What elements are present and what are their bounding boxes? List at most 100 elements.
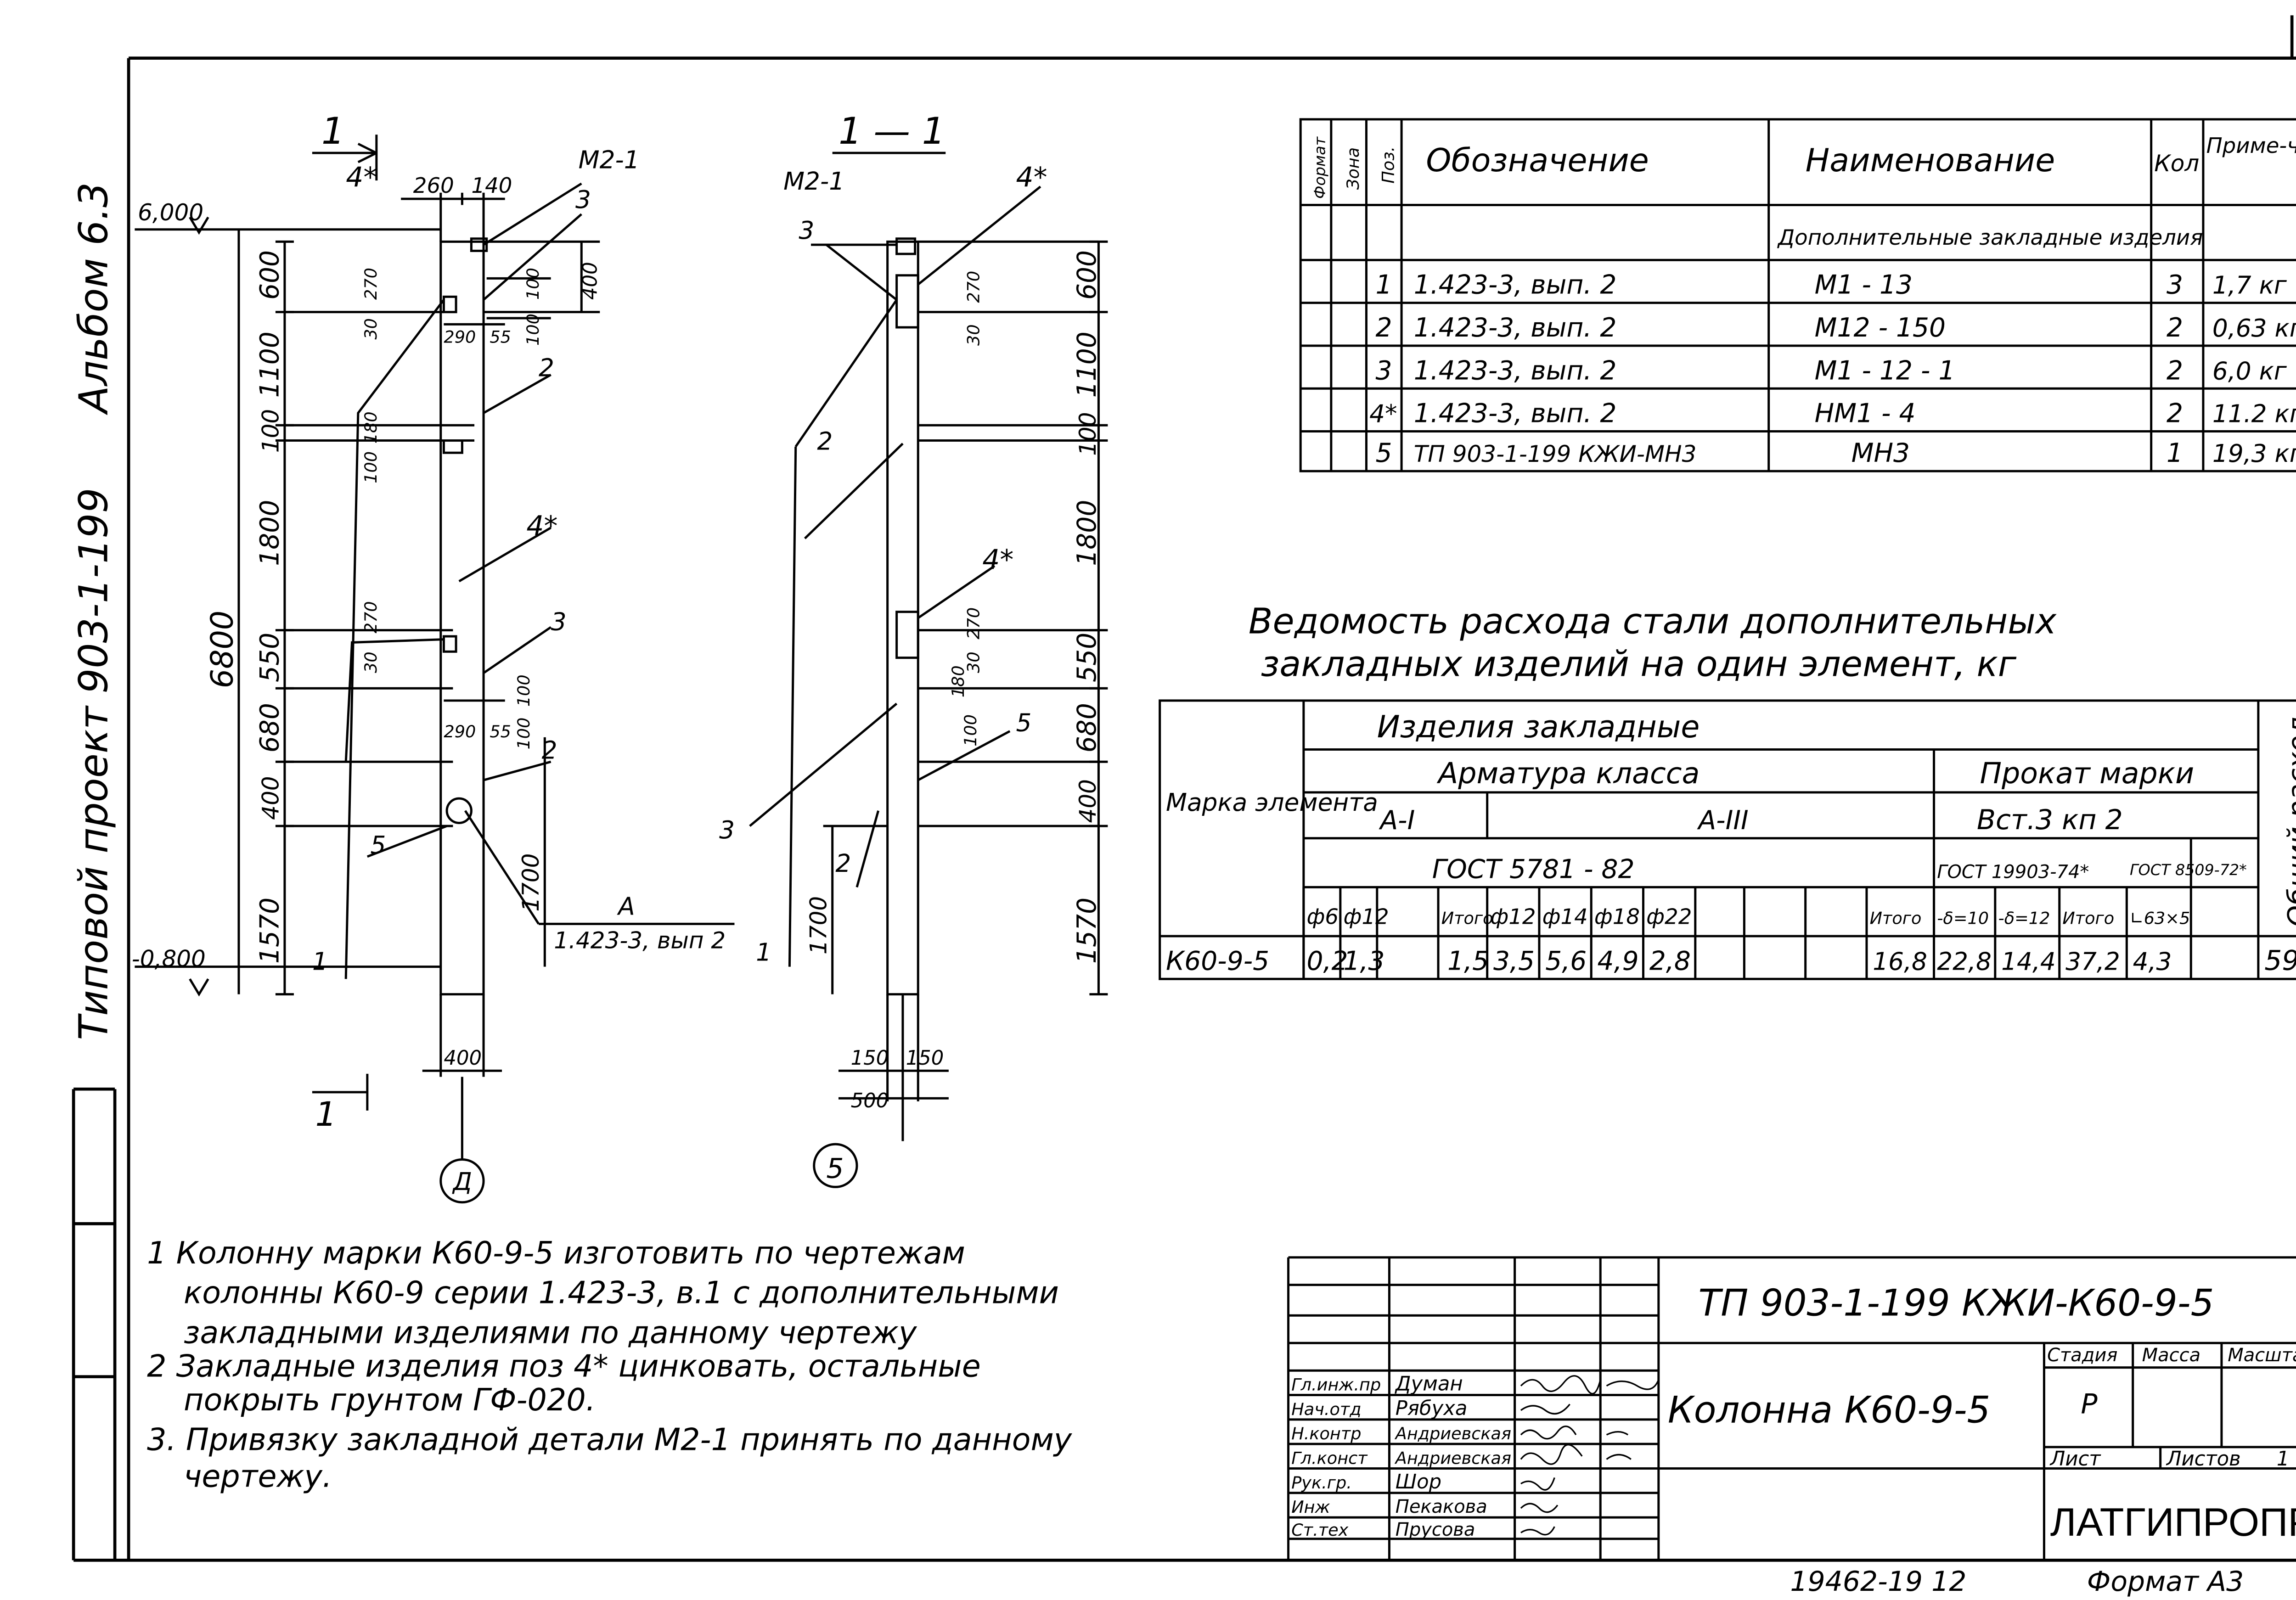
spec-row-qty: 3 xyxy=(2167,270,2183,300)
row-value: 4,9 xyxy=(1598,946,1639,976)
spec-header: Кол xyxy=(2154,150,2199,177)
small-dim: 30 xyxy=(964,651,984,673)
spec-row-note: 6,0 кг xyxy=(2212,357,2287,385)
sheet-label: Лист xyxy=(2049,1448,2102,1471)
row-value: 4,3 xyxy=(2133,947,2172,976)
spec-header: Наименование xyxy=(1806,142,2055,179)
small-dim: 400 xyxy=(579,262,602,300)
small-dim: 55 xyxy=(490,327,511,347)
small-dim: 290 xyxy=(444,327,476,347)
callout-4-top: 4* xyxy=(346,161,377,193)
dim-500: 500 xyxy=(851,1089,889,1112)
inventory-number: 19462-19 12 xyxy=(1790,1566,1966,1598)
spec-row-name: М1 - 13 xyxy=(1815,270,1913,300)
row-value: 5,6 xyxy=(1545,946,1587,976)
spec-row-qty: 2 xyxy=(2167,313,2183,343)
col-header: ф18 xyxy=(1594,904,1640,929)
staff-role: Н.контр xyxy=(1291,1424,1361,1443)
dim-150-right: 150 xyxy=(906,1047,944,1070)
col-header: ф12 xyxy=(1343,904,1389,929)
h-gost3: ГОСТ 8509-72* xyxy=(2130,861,2247,879)
spec-row-qty: 2 xyxy=(2167,355,2183,386)
level-top: 6,000 xyxy=(138,199,203,226)
small-dim: 270 xyxy=(361,601,381,633)
spec-row-doc: 1.423-3, вып. 2 xyxy=(1414,313,1617,343)
steel-title-1: Ведомость расхода стали дополнительных xyxy=(1249,601,2057,642)
col-header: ф6 xyxy=(1307,904,1339,929)
doc-code: ТП 903-1-199 КЖИ-К60-9-5 xyxy=(1698,1281,2214,1324)
spec-row-pos: 4* xyxy=(1369,400,1397,428)
dim-1700: 1700 xyxy=(805,896,832,954)
note-line: закладными изделиями по данному чертежу xyxy=(184,1314,917,1350)
spec-table: Формат Зона Поз. Обозначение Наименовани… xyxy=(1299,118,2296,472)
h-a1: А-I xyxy=(1378,805,1415,836)
doc-name: Колонна К60-9-5 xyxy=(1668,1389,1991,1432)
dim-140: 140 xyxy=(471,173,512,198)
steel-table: Ведомость расхода стали дополнительных з… xyxy=(1159,601,2296,980)
spec-row-doc: 1.423-3, вып. 2 xyxy=(1414,270,1617,300)
dim-400: 400 xyxy=(258,776,284,820)
small-dim: 100 xyxy=(361,451,381,483)
col-header: Итого xyxy=(2062,908,2114,928)
spec-row-qty: 1 xyxy=(2167,438,2183,468)
small-dim: 55 xyxy=(490,722,511,741)
sheets-label: Листов xyxy=(2166,1448,2241,1471)
spec-row-pos: 2 xyxy=(1375,313,1392,343)
spec-row-pos: 1 xyxy=(1375,270,1392,300)
level-bottom: -0,800 xyxy=(132,946,206,972)
dim-680: 680 xyxy=(1072,703,1102,752)
h-gost2: ГОСТ 19903-74* xyxy=(1937,861,2089,882)
small-dim: 100 xyxy=(523,268,543,300)
dim-1800: 1800 xyxy=(255,500,285,566)
axis-label: Д xyxy=(452,1168,472,1196)
section-view-1-1: 1 — 1 600 1100 100 1800 550 680 400 1570… xyxy=(719,110,1108,1188)
callout-5: 5 xyxy=(371,831,386,859)
staff-role: Ст.тех xyxy=(1291,1520,1348,1540)
dim-100: 100 xyxy=(258,409,284,453)
project-label: Типовой проект 903-1-199 xyxy=(71,488,117,1040)
h-gost1: ГОСТ 5781 - 82 xyxy=(1432,854,1635,884)
spec-row-doc: 1.423-3, вып. 2 xyxy=(1414,355,1617,386)
dim-1570: 1570 xyxy=(255,898,285,964)
small-dim: 100 xyxy=(961,714,980,747)
staff-role: Рук.гр. xyxy=(1291,1473,1352,1493)
spec-row-note: 11.2 кг xyxy=(2212,400,2296,428)
callout-m2-1: М2-1 xyxy=(579,146,640,174)
dim-600: 600 xyxy=(1072,250,1102,300)
small-dim: 30 xyxy=(361,651,381,673)
callout-4b: 4* xyxy=(982,544,1013,576)
album-label: Альбом 6.3 xyxy=(71,182,117,415)
staff-role: Гл.конст xyxy=(1291,1448,1368,1468)
row-value: 1,5 xyxy=(1447,946,1489,976)
row-value: 2,8 xyxy=(1649,946,1691,976)
small-dim: 180 xyxy=(361,411,381,444)
h-total: Общий расход xyxy=(2282,716,2296,927)
note-line: 2 Закладные изделия поз 4* цинковать, ос… xyxy=(147,1348,981,1384)
h-rebar: Арматура класса xyxy=(1436,756,1699,790)
row-value: 3,5 xyxy=(1493,946,1535,976)
small-dim: 100 xyxy=(514,718,534,750)
staff-role: Гл.инж.пр xyxy=(1291,1375,1381,1395)
callout-3b: 3 xyxy=(551,608,567,636)
small-dim: 270 xyxy=(964,607,984,640)
title-block: ТП 903-1-199 КЖИ-К60-9-5 Колонна К60-9-5… xyxy=(1287,1256,2296,1561)
spec-row-note: 0,63 кг xyxy=(2212,314,2296,342)
callout-1: 1 xyxy=(312,947,328,976)
section-mark-bottom: 1 xyxy=(315,1095,337,1134)
dim-260: 260 xyxy=(413,173,454,198)
col-header: -δ=12 xyxy=(1998,908,2050,928)
spec-header: Формат xyxy=(1311,136,1329,199)
h-products: Изделия закладные xyxy=(1377,709,1700,745)
spec-row-doc: 1.423-3, вып. 2 xyxy=(1414,399,1617,429)
small-dim: 30 xyxy=(361,318,381,340)
ref-text: 1.423-3, вып 2 xyxy=(554,927,726,954)
callout-3: 3 xyxy=(799,216,814,245)
dim-680: 680 xyxy=(255,703,285,752)
row-value: 0,2 xyxy=(1307,946,1348,976)
staff-name: Андриевская xyxy=(1395,1424,1511,1443)
col-header: -δ=10 xyxy=(1937,908,1989,928)
spec-header: Приме-чание xyxy=(2206,133,2296,158)
note-line: 3. Привязку закладной детали М2-1 принят… xyxy=(147,1421,1073,1457)
callout-2: 2 xyxy=(817,427,833,456)
